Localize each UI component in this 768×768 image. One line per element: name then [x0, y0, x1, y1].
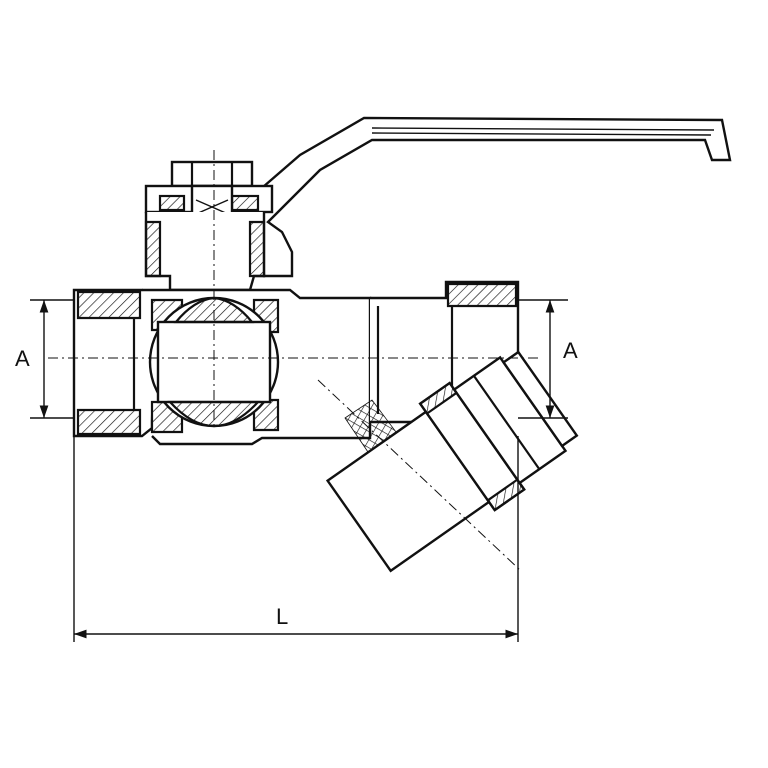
ball	[148, 296, 280, 428]
dimension-length: L	[73, 436, 519, 642]
lever-handle	[246, 116, 732, 278]
dimension-left: A	[15, 299, 74, 419]
center-lines	[48, 150, 540, 571]
dimension-label-length: L	[276, 604, 288, 629]
strainer-mesh	[344, 399, 397, 453]
inlet-port	[72, 288, 154, 438]
dimension-right: A	[518, 299, 578, 419]
bonnet	[144, 212, 266, 292]
dimension-label-left: A	[15, 346, 30, 371]
dimension-label-right: A	[563, 338, 578, 363]
